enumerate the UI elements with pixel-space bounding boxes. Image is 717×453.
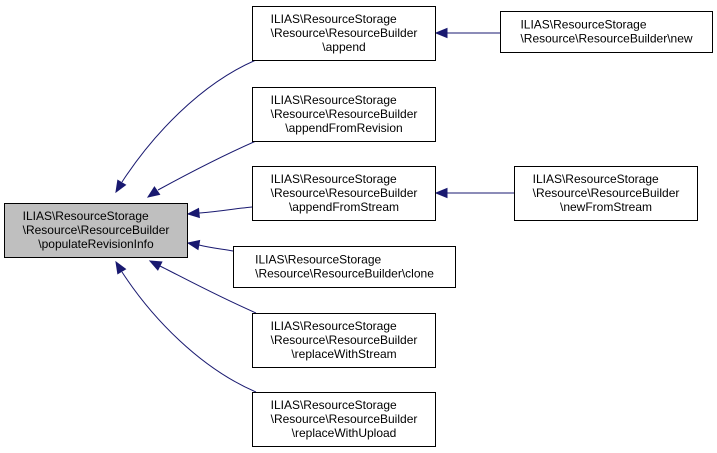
node-new-from-stream[interactable]: ILIAS\ResourceStorage\Resource\ResourceB…	[514, 166, 698, 221]
edge-line	[157, 140, 257, 191]
node-label-line: \populateRevisionInfo	[38, 237, 154, 251]
node-append[interactable]: ILIAS\ResourceStorage\Resource\ResourceB…	[252, 6, 436, 61]
node-label-line: \append	[322, 40, 365, 54]
node-label-line: \newFromStream	[560, 200, 652, 214]
node-label-line: \Resource\ResourceBuilder	[271, 26, 418, 40]
edge-append-from-stream-to-populate-revision-info	[186, 206, 253, 219]
arrowhead-icon	[434, 27, 448, 39]
arrowhead-icon	[148, 260, 163, 271]
node-append-from-revision[interactable]: ILIAS\ResourceStorage\Resource\ResourceB…	[252, 87, 436, 142]
node-label-line: \Resource\ResourceBuilder	[271, 412, 418, 426]
arrowhead-icon	[115, 179, 127, 194]
edge-line	[121, 271, 257, 393]
node-label-line: \appendFromRevision	[285, 121, 402, 135]
arrowhead-icon	[186, 207, 200, 219]
node-label-line: \Resource\ResourceBuilder	[271, 333, 418, 347]
node-label-line: ILIAS\ResourceStorage	[23, 209, 149, 223]
node-box	[252, 87, 436, 142]
node-box	[4, 203, 188, 258]
node-box	[500, 11, 713, 53]
node-append-from-stream[interactable]: ILIAS\ResourceStorage\Resource\ResourceB…	[252, 166, 436, 221]
node-box	[252, 392, 436, 447]
node-box	[233, 246, 456, 288]
node-label-line: \Resource\ResourceBuilder\new	[520, 32, 692, 46]
node-box	[252, 166, 436, 221]
node-box	[252, 313, 436, 368]
arrowhead-icon	[146, 186, 161, 198]
node-label-line: \Resource\ResourceBuilder	[271, 107, 418, 121]
node-clone[interactable]: ILIAS\ResourceStorage\Resource\ResourceB…	[233, 246, 456, 288]
edge-new-to-append	[434, 27, 500, 39]
node-label-line: ILIAS\ResourceStorage	[271, 12, 397, 26]
edge-append-from-revision-to-populate-revision-info	[146, 140, 257, 198]
node-label-line: ILIAS\ResourceStorage	[271, 172, 397, 186]
arrowhead-icon	[186, 239, 201, 251]
edge-line	[198, 206, 253, 214]
node-label-line: ILIAS\ResourceStorage	[255, 253, 381, 267]
node-label-line: \appendFromStream	[289, 200, 399, 214]
node-label-line: \Resource\ResourceBuilder	[23, 223, 170, 237]
nodes-layer: ILIAS\ResourceStorage\Resource\ResourceB…	[4, 6, 713, 447]
node-replace-with-upload[interactable]: ILIAS\ResourceStorage\Resource\ResourceB…	[252, 392, 436, 447]
node-label-line: \Resource\ResourceBuilder	[533, 186, 680, 200]
edge-line	[159, 265, 257, 314]
node-replace-with-stream[interactable]: ILIAS\ResourceStorage\Resource\ResourceB…	[252, 313, 436, 368]
edge-line	[121, 59, 257, 183]
arrowhead-icon	[434, 187, 448, 199]
edge-new-from-stream-to-append-from-stream	[434, 187, 514, 199]
node-label-line: \replaceWithStream	[291, 347, 396, 361]
arrowhead-icon	[115, 260, 127, 275]
edge-replace-with-upload-to-populate-revision-info	[115, 260, 257, 393]
node-label-line: ILIAS\ResourceStorage	[271, 398, 397, 412]
edge-append-to-populate-revision-info	[115, 59, 257, 194]
node-box	[252, 6, 436, 61]
node-label-line: ILIAS\ResourceStorage	[533, 172, 659, 186]
edges-layer	[115, 27, 514, 393]
node-label-line: \Resource\ResourceBuilder\clone	[255, 267, 434, 281]
node-box	[514, 166, 698, 221]
node-label-line: ILIAS\ResourceStorage	[271, 319, 397, 333]
node-label-line: ILIAS\ResourceStorage	[520, 18, 646, 32]
node-label-line: \Resource\ResourceBuilder	[271, 186, 418, 200]
edge-line	[198, 244, 234, 252]
node-label-line: ILIAS\ResourceStorage	[271, 93, 397, 107]
node-populate-revision-info[interactable]: ILIAS\ResourceStorage\Resource\ResourceB…	[4, 203, 188, 258]
edge-clone-to-populate-revision-info	[186, 239, 234, 252]
node-new[interactable]: ILIAS\ResourceStorage\Resource\ResourceB…	[500, 11, 713, 53]
node-label-line: \replaceWithUpload	[292, 426, 397, 440]
edge-replace-with-stream-to-populate-revision-info	[148, 260, 257, 314]
